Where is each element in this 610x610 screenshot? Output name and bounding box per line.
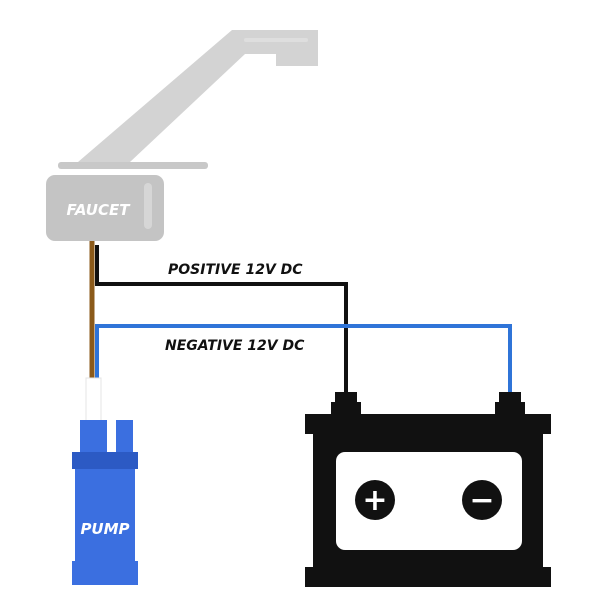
battery-plus-icon xyxy=(355,480,395,520)
pump-icon: PUMP xyxy=(72,377,138,585)
faucet-body xyxy=(46,175,164,241)
battery-terminal-positive-base xyxy=(331,402,361,416)
pump-connector-left xyxy=(80,420,107,454)
battery-minus-icon xyxy=(462,480,502,520)
faucet-spout xyxy=(78,30,318,162)
faucet-body-highlight xyxy=(144,183,152,229)
negative-wire-label: NEGATIVE 12V DC xyxy=(165,338,305,354)
battery-terminal-positive xyxy=(335,392,357,402)
battery-face xyxy=(336,452,522,550)
faucet-label: FAUCET xyxy=(67,201,132,219)
pump-cable-sleeve xyxy=(85,377,102,423)
pump-label: PUMP xyxy=(80,520,129,538)
battery-terminal-negative xyxy=(499,392,521,402)
pump-body xyxy=(75,469,135,561)
pump-cap xyxy=(72,452,138,469)
positive-wire xyxy=(95,245,348,394)
faucet-icon: FAUCET xyxy=(46,30,318,241)
battery-lid xyxy=(305,414,551,434)
battery-icon: + − xyxy=(305,392,551,587)
battery-plus-label: + xyxy=(362,483,387,518)
faucet-plate xyxy=(58,162,208,169)
negative-wire xyxy=(95,324,512,394)
pump-connector-right xyxy=(116,420,133,454)
battery-base xyxy=(305,567,551,587)
battery-minus-label: − xyxy=(469,483,494,518)
positive-wire-label: POSITIVE 12V DC xyxy=(168,262,303,278)
battery-terminal-negative-base xyxy=(495,402,525,416)
pump-base xyxy=(72,561,138,585)
wires: POSITIVE 12V DC NEGATIVE 12V DC xyxy=(89,241,512,394)
